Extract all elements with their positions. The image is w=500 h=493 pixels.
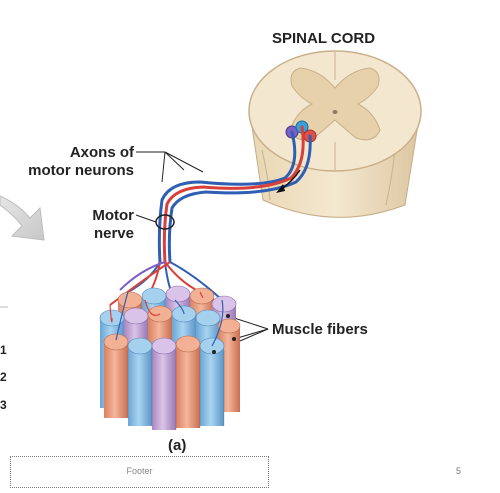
side-number-3: 3 <box>0 398 7 412</box>
label-motor-line1: Motor <box>60 207 134 225</box>
label-axons-line2: motor neurons <box>8 162 134 180</box>
side-number-1: 1 <box>0 343 7 357</box>
spinal-cord <box>249 51 421 217</box>
label-panel-a: (a) <box>168 437 186 455</box>
footer-text: Footer <box>11 466 268 476</box>
label-muscle-fibers: Muscle fibers <box>272 321 368 339</box>
label-motor-nerve: Motor nerve <box>60 207 134 243</box>
label-spinal-cord: SPINAL CORD <box>272 30 375 48</box>
page-number: 5 <box>456 466 461 476</box>
slide-arrow-shape <box>0 196 44 240</box>
muscle-fiber-bundle <box>100 286 240 430</box>
label-axons-of-motor-neurons: Axons of motor neurons <box>8 144 134 180</box>
label-axons-line1: Axons of <box>8 144 134 162</box>
footer-placeholder[interactable]: Footer <box>10 456 269 488</box>
label-motor-line2: nerve <box>60 225 134 243</box>
side-number-2: 2 <box>0 370 7 384</box>
